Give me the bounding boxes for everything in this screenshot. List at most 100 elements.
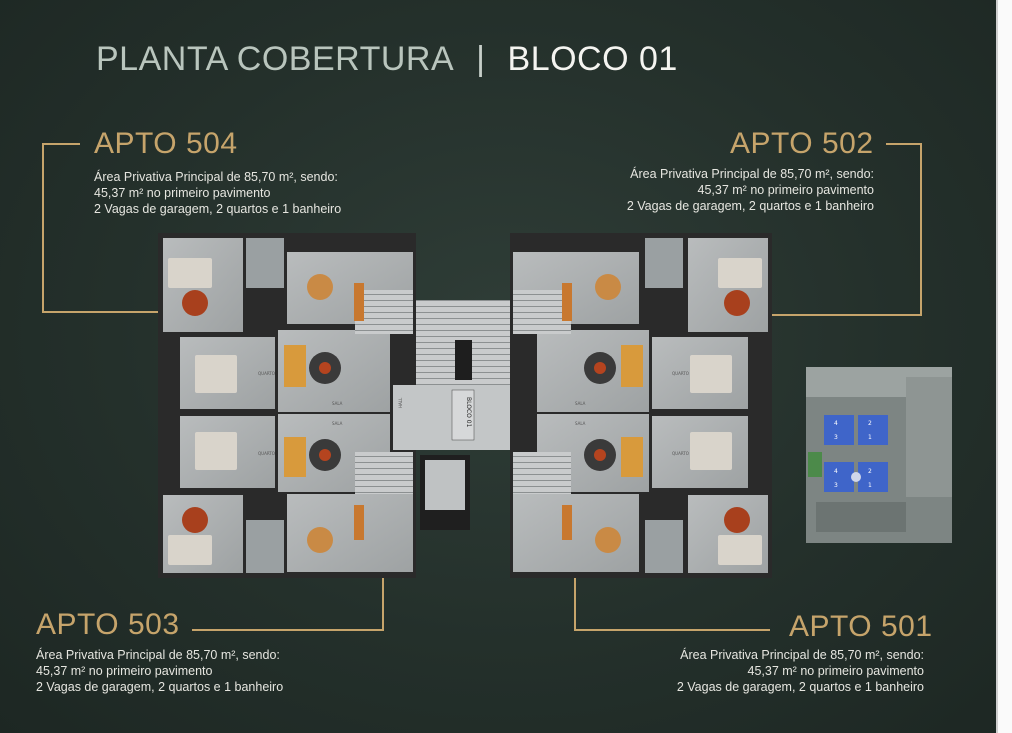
apto-503-title: APTO 503 — [36, 608, 180, 641]
sofa-503 — [284, 437, 306, 477]
apto-501-line2: 45,37 m² no primeiro pavimento — [747, 664, 924, 678]
apto-503-line1: Área Privativa Principal de 85,70 m², se… — [36, 648, 280, 662]
rug-living-501 — [584, 439, 616, 471]
dining-504 — [307, 274, 333, 300]
stairs-left-bottom — [355, 452, 413, 494]
stairs-right-bottom — [513, 452, 571, 494]
site-block-bottom-right — [858, 462, 888, 492]
center-stairs — [416, 300, 510, 385]
bedroom-2-504 — [180, 337, 275, 409]
leader-501-vertical — [574, 577, 576, 631]
rug-living-502 — [584, 352, 616, 384]
apto-503-line3: 2 Vagas de garagem, 2 quartos e 1 banhei… — [36, 680, 284, 694]
dining-502 — [595, 274, 621, 300]
leader-501-horizontal — [574, 629, 770, 631]
apto-503-line2: 45,37 m² no primeiro pavimento — [36, 664, 213, 678]
site-num-2: 2 — [868, 420, 872, 427]
table-living-502 — [594, 362, 606, 374]
apto-504-line2: 45,37 m² no primeiro pavimento — [94, 186, 271, 200]
site-green — [808, 452, 822, 477]
bedroom-504 — [163, 238, 243, 332]
site-parking — [816, 502, 906, 532]
bed-502-a — [718, 258, 762, 288]
kitchen-501 — [513, 494, 639, 572]
stairs-right-top — [513, 290, 571, 334]
site-num-8: 1 — [868, 482, 872, 489]
bedroom-503 — [163, 495, 243, 573]
right-wing — [510, 233, 772, 578]
left-wing — [158, 233, 416, 578]
bed-501-a — [718, 535, 762, 565]
leader-502-top — [886, 143, 922, 145]
site-block-top-left — [824, 415, 854, 445]
sofa-501 — [621, 437, 643, 477]
sofa-502 — [621, 345, 643, 387]
sala-label-502: SALA — [575, 401, 586, 406]
hall — [393, 385, 533, 450]
apto-504-line3: 2 Vagas de garagem, 2 quartos e 1 banhei… — [94, 202, 342, 216]
bed-501-b — [690, 432, 732, 470]
sala-label-503: SALA — [332, 421, 343, 426]
apto-501-title: APTO 501 — [789, 610, 933, 643]
table-living-504 — [319, 362, 331, 374]
bedroom-2-501 — [652, 416, 748, 488]
table-living-503 — [319, 449, 331, 461]
site-num-1: 4 — [834, 420, 838, 427]
quarto-label-501: QUARTO — [672, 451, 689, 456]
rug-501-a — [724, 507, 750, 533]
quarto-label-503: QUARTO — [258, 451, 275, 456]
rug-living-503 — [309, 439, 341, 471]
leader-503-vertical — [382, 577, 384, 631]
apto-501-line1: Área Privativa Principal de 85,70 m², se… — [680, 648, 924, 662]
title-left: PLANTA COBERTURA — [96, 40, 455, 78]
apto-501-description: Área Privativa Principal de 85,70 m², se… — [640, 647, 924, 695]
sala-label-501: SALA — [575, 421, 586, 426]
bedroom-2-502 — [652, 337, 748, 409]
apto-502-line2: 45,37 m² no primeiro pavimento — [697, 183, 874, 197]
page-title: PLANTA COBERTURA | BLOCO 01 — [96, 40, 678, 79]
bloco-label-box — [451, 389, 475, 441]
apto-504-description: Área Privativa Principal de 85,70 m², se… — [94, 169, 341, 217]
rug-503-a — [182, 507, 208, 533]
bloco-label: BLOCO 01 — [465, 397, 472, 428]
rug-502-a — [724, 290, 750, 316]
sofa-504 — [284, 345, 306, 387]
title-separator: | — [476, 40, 486, 78]
bed-504-a — [168, 258, 212, 288]
right-edge-strip — [996, 0, 1012, 733]
apto-502-line1: Área Privativa Principal de 85,70 m², se… — [630, 167, 874, 181]
sala-label-504: SALA — [332, 401, 343, 406]
apto-504-title: APTO 504 — [94, 127, 238, 160]
bed-503-b — [195, 432, 237, 470]
apto-503-description: Área Privativa Principal de 85,70 m², se… — [36, 647, 283, 695]
title-right: BLOCO 01 — [507, 40, 678, 78]
apto-501-line3: 2 Vagas de garagem, 2 quartos e 1 banhei… — [676, 680, 924, 694]
bed-502-b — [690, 355, 732, 393]
stairs-left-top — [355, 290, 413, 334]
site-num-4: 1 — [868, 434, 872, 441]
site-block-top-right — [858, 415, 888, 445]
site-road-right — [906, 377, 952, 497]
site-marker — [851, 472, 861, 482]
table-living-501 — [594, 449, 606, 461]
rug-504-a — [182, 290, 208, 316]
counter-503 — [354, 505, 364, 540]
lower-shaft-room — [425, 460, 465, 510]
site-num-7: 3 — [834, 482, 838, 489]
leader-502-vertical — [920, 143, 922, 316]
leader-502-bottom — [770, 314, 922, 316]
living-502 — [537, 330, 649, 412]
right-wing-outline — [510, 233, 772, 578]
bed-504-b — [195, 355, 237, 393]
site-num-6: 2 — [868, 468, 872, 475]
left-wing-outline — [158, 233, 416, 578]
bed-503-a — [168, 535, 212, 565]
hall-label: HALL — [398, 397, 403, 408]
rug-living-504 — [309, 352, 341, 384]
center-core: BLOCO 01 HALL — [393, 300, 533, 530]
leader-503-horizontal — [192, 629, 384, 631]
apto-502-description: Área Privativa Principal de 85,70 m², se… — [600, 166, 874, 214]
living-503 — [278, 414, 390, 492]
leader-504-bottom — [42, 311, 160, 313]
counter-501 — [562, 505, 572, 540]
